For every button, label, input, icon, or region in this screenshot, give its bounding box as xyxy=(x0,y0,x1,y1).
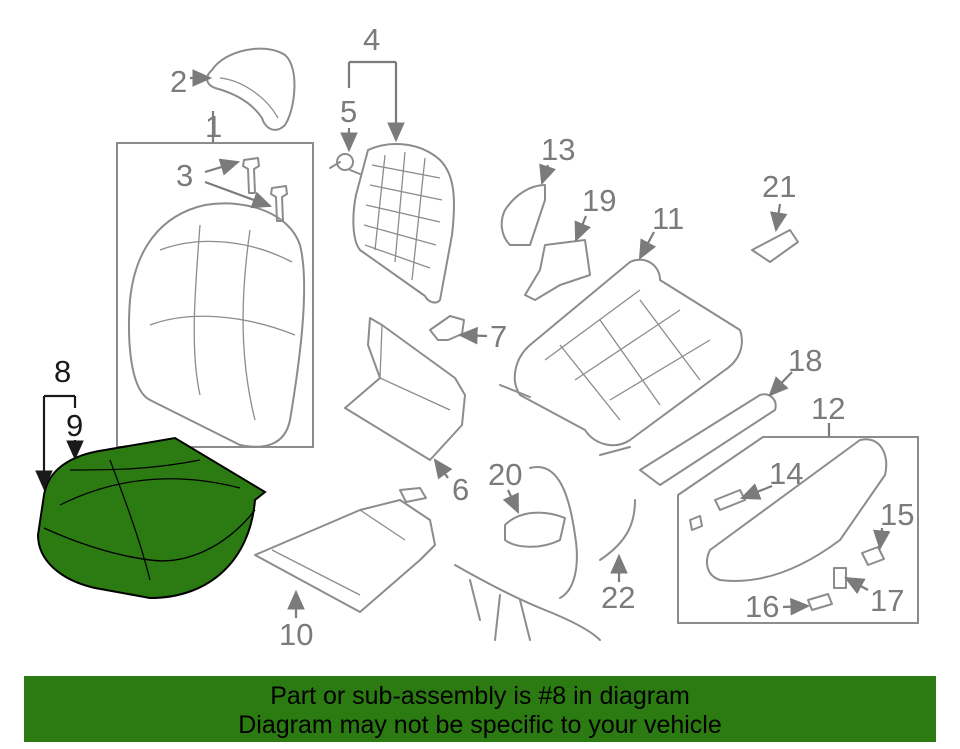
banner-line-1: Part or sub-assembly is #8 in diagram xyxy=(270,682,690,710)
part-1-seatback-cover xyxy=(116,142,314,448)
banner-line-2: Diagram may not be specific to your vehi… xyxy=(238,711,722,739)
callout-2: 2 xyxy=(170,64,187,99)
callout-19: 19 xyxy=(582,183,616,218)
callout-15: 15 xyxy=(880,497,914,532)
callout-14: 14 xyxy=(769,456,803,491)
callout-17: 17 xyxy=(870,583,904,618)
part-20-cover xyxy=(504,511,566,548)
part-21-clip xyxy=(751,229,799,263)
callout-11: 11 xyxy=(652,201,684,236)
callout-9: 9 xyxy=(66,408,83,443)
part-6-back-board xyxy=(344,317,466,461)
part-12-side-trim-group xyxy=(677,436,919,624)
leader-lines xyxy=(190,60,891,618)
callout-20: 20 xyxy=(488,457,522,492)
part-4-seatback-frame xyxy=(352,143,456,304)
part-18-rail-cover xyxy=(639,393,777,486)
callout-13: 13 xyxy=(541,132,575,167)
part-8-seat-cushion xyxy=(36,436,267,600)
leader-lines-highlight xyxy=(44,394,84,488)
callout-1: 1 xyxy=(205,109,222,144)
part-11-seat-frame xyxy=(499,258,743,456)
callout-18: 18 xyxy=(788,343,822,378)
part-13-trim xyxy=(500,184,546,246)
callout-7: 7 xyxy=(490,319,507,354)
callout-4: 4 xyxy=(363,22,380,57)
callout-10: 10 xyxy=(279,617,313,652)
callout-6: 6 xyxy=(452,472,469,507)
part-2-headrest xyxy=(206,47,296,131)
part-10-seat-pan xyxy=(254,487,436,613)
part-7-bracket xyxy=(429,315,465,341)
callout-22: 22 xyxy=(601,580,635,615)
callout-8: 8 xyxy=(54,354,71,389)
part-22-wiring-harness xyxy=(454,465,636,641)
part-5-knob xyxy=(329,153,361,175)
callout-numbers: 1 2 3 4 5 6 7 8 9 10 11 12 13 14 15 16 1… xyxy=(54,22,914,652)
callout-16: 16 xyxy=(745,589,779,624)
callout-12: 12 xyxy=(811,391,845,426)
callout-21: 21 xyxy=(762,169,796,204)
part-19-bracket xyxy=(524,239,591,301)
callout-5: 5 xyxy=(340,94,357,129)
info-banner: Part or sub-assembly is #8 in diagram Di… xyxy=(24,676,936,742)
callout-3: 3 xyxy=(176,158,193,193)
